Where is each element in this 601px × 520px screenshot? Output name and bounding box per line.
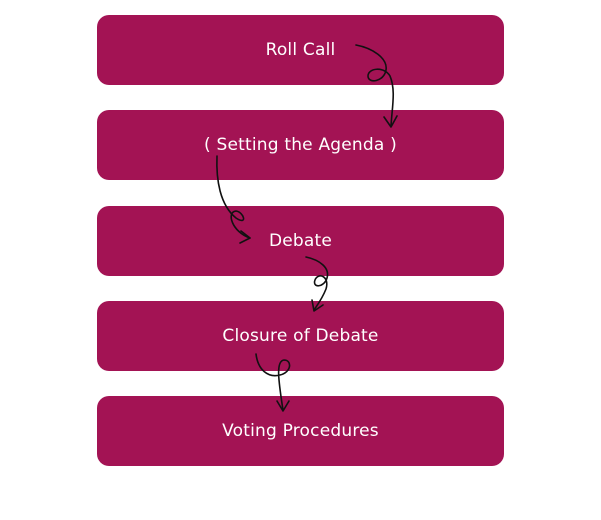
step-label-closure-of-debate: Closure of Debate bbox=[222, 326, 379, 346]
step-box-roll-call: Roll Call bbox=[97, 15, 504, 85]
step-box-debate: Debate bbox=[97, 206, 504, 276]
step-label-voting-procedures: Voting Procedures bbox=[222, 421, 379, 441]
step-box-setting-the-agenda: ( Setting the Agenda ) bbox=[97, 110, 504, 180]
step-label-debate: Debate bbox=[268, 231, 333, 251]
step-label-setting-the-agenda: ( Setting the Agenda ) bbox=[204, 135, 397, 155]
step-box-voting-procedures: Voting Procedures bbox=[97, 396, 504, 466]
step-label-roll-call: Roll Call bbox=[265, 40, 336, 60]
step-box-closure-of-debate: Closure of Debate bbox=[97, 301, 504, 371]
